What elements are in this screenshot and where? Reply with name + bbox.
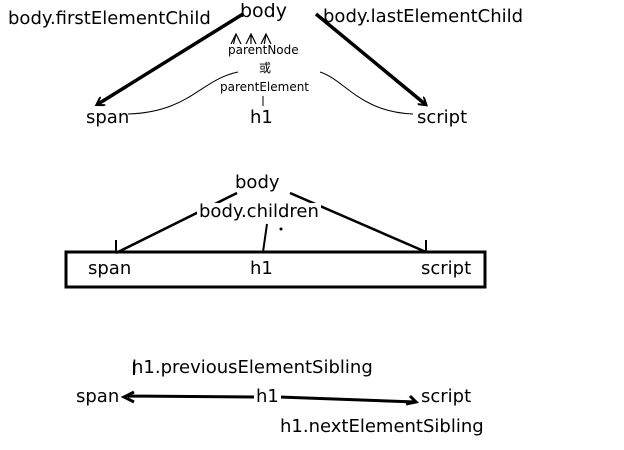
- d1-last-child-label: body.lastElementChild: [323, 6, 524, 27]
- d1-parent-node-label: parentNode: [226, 43, 301, 57]
- previous-sibling-arrow: [120, 390, 256, 404]
- d1-parent-element-label: parentElement: [218, 80, 312, 94]
- d1-child-span: span: [86, 107, 130, 128]
- d3-next-label: h1.nextElementSibling: [280, 416, 484, 437]
- last-child-arrow: [314, 12, 425, 104]
- first-child-arrow: [98, 12, 244, 104]
- d1-child-script: script: [417, 107, 468, 128]
- stray-dot: [279, 227, 283, 231]
- d1-first-child-label: body.firstElementChild: [8, 8, 211, 29]
- next-sibling-arrow: [278, 394, 420, 406]
- children-line-h1: [262, 223, 268, 253]
- d2-child-span: span: [88, 258, 132, 279]
- d2-root-body: body: [235, 172, 280, 193]
- d2-child-h1: h1: [250, 258, 273, 279]
- d2-child-script: script: [421, 258, 472, 279]
- parent-curve-from-span: [127, 71, 239, 115]
- d1-root-body: body: [240, 0, 287, 22]
- d3-node-h1: h1: [254, 386, 281, 407]
- d1-child-h1: h1: [250, 107, 273, 128]
- parent-curve-from-script: [319, 71, 414, 115]
- d2-children-label: body.children: [197, 201, 321, 222]
- d3-node-span: span: [76, 386, 120, 407]
- children-collection-box: [64, 250, 487, 289]
- d3-previous-label: h1.previousElementSibling: [132, 357, 373, 378]
- d1-or-label: 或: [259, 61, 272, 75]
- d3-node-script: script: [421, 386, 472, 407]
- children-line-script: [289, 191, 427, 254]
